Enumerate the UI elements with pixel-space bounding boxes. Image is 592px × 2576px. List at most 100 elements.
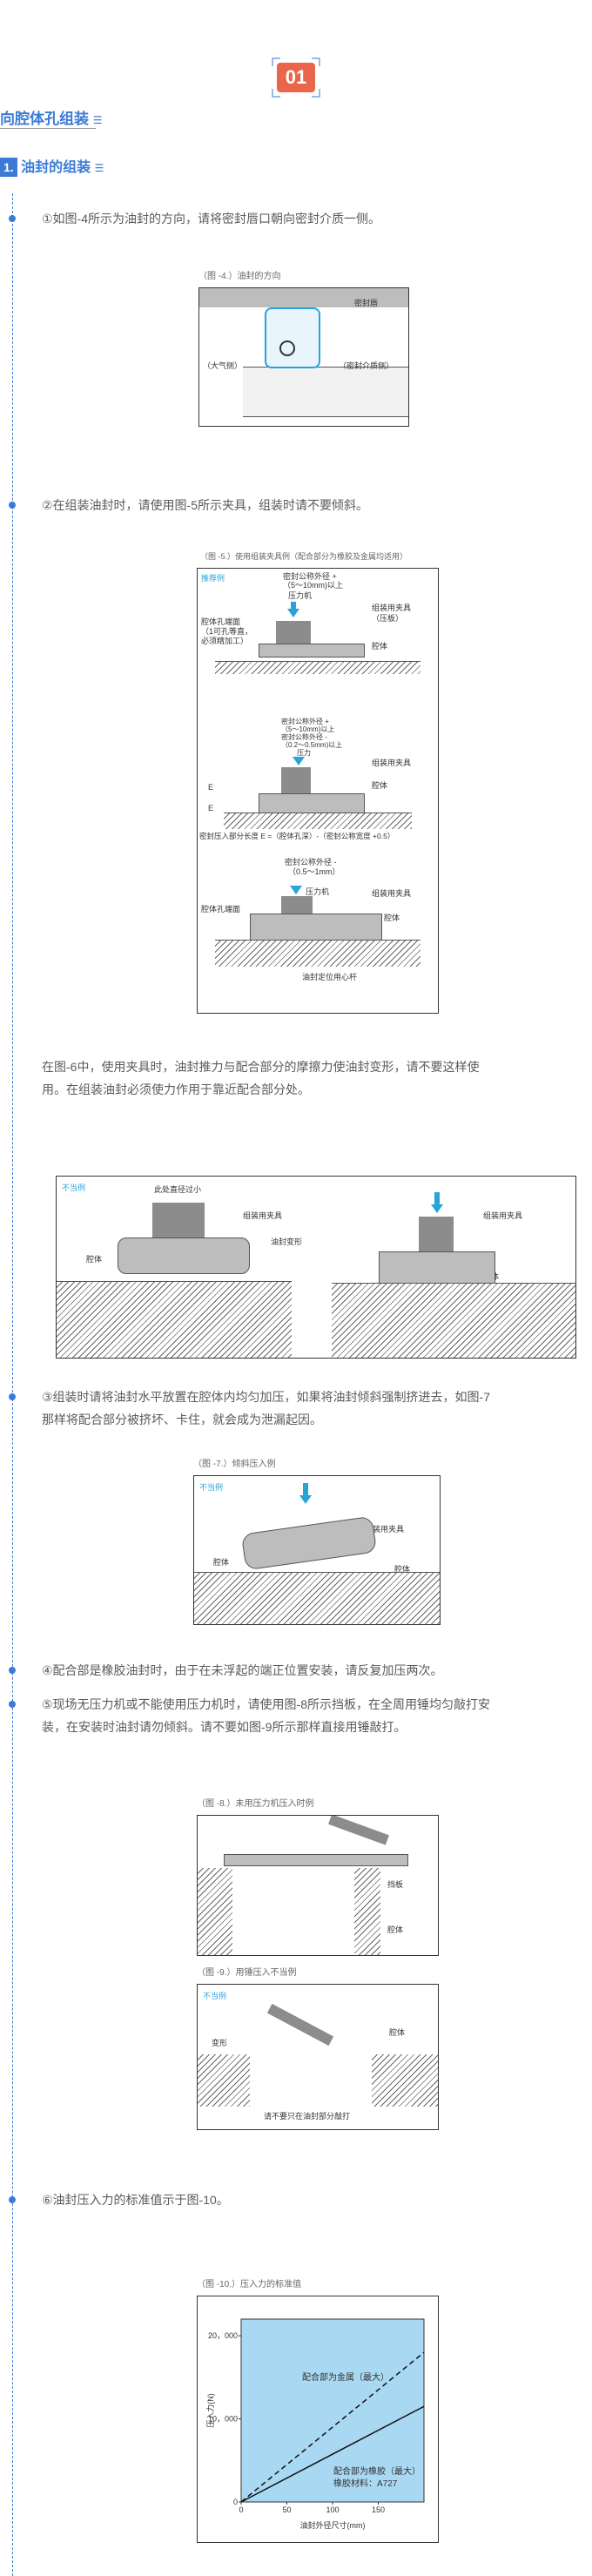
- housing-hatch: [194, 1572, 440, 1624]
- step-6-text: ⑥油封压入力的标准值示于图-10。: [42, 2193, 229, 2207]
- fig5-recommended-jigs: 推荐例 密封公称外径 + （5～10mm)以上 压力机 组装用夹具 （压板） 腔…: [197, 568, 439, 1014]
- fig5-label: 油封定位用心杆: [302, 973, 358, 981]
- fig4-seal-orientation: 密封唇 （大气侧） （密封介质侧）: [198, 287, 409, 427]
- garter-spring: [279, 341, 295, 356]
- baffle-plate: [224, 1854, 408, 1866]
- timeline-dot: [9, 215, 16, 222]
- subsection-title: 油封的组装: [21, 160, 91, 175]
- series-label-metal: 配合部为金属（最大）: [302, 2371, 389, 2383]
- step-2-text: ②在组装油封时，请使用图-5所示夹具，组装时请不要倾斜。: [42, 498, 368, 512]
- corner-decoration: [272, 57, 280, 66]
- fig6-text-line1: 在图-6中，使用夹具时，油封推力与配合部分的摩擦力使油封变形，请不要这样使: [42, 1060, 480, 1074]
- fig5-caption: （图 -5.）使用组装夹具例（配合部分为橡胶及金属均适用）: [200, 552, 408, 561]
- fig5-label: 组装用夹具: [372, 889, 412, 898]
- x-tick-label: 100: [326, 2505, 339, 2514]
- section-title: 向腔体孔组装 ☰: [0, 106, 103, 128]
- fig7-label: 组装用夹具: [365, 1525, 405, 1534]
- housing-hatch: [215, 940, 420, 967]
- subsection-heading: 1. 油封的组装 ☰: [0, 158, 104, 177]
- fig8-no-press: 挡板 腔体: [197, 1815, 439, 1956]
- fig5-label: 组装用夹具: [372, 759, 412, 767]
- press-arrow-icon: [293, 757, 305, 765]
- fig6-text-line2: 用。在组装油封必须使力作用于靠近配合部分处。: [42, 1082, 310, 1096]
- fig6-label: 腔体: [86, 1255, 103, 1264]
- fig9-label: 腔体: [389, 2028, 406, 2037]
- fig5-label: 腔体: [372, 781, 388, 790]
- fig5-label: 密封公称外径 -: [285, 858, 337, 867]
- section-number: 01: [277, 63, 315, 92]
- fig5-label: （5～10mm)以上: [281, 725, 335, 733]
- press-arrow-icon: [299, 1495, 312, 1504]
- housing-top: [199, 288, 408, 307]
- fig5-label: （0.5～1mm）: [288, 867, 340, 876]
- fig8-label: 腔体: [387, 1925, 404, 1934]
- housing-hatch: [354, 1868, 380, 1955]
- series-line-metal: [240, 2351, 425, 2503]
- timeline-dot: [9, 502, 16, 509]
- fig5-label: （1可孔等直，: [201, 627, 253, 636]
- fig5-label: E: [208, 804, 214, 813]
- fig9-caption: （图 -9.）用锤压入不当例: [197, 1968, 297, 1978]
- housing-hatch: [57, 1281, 292, 1358]
- title-underline: [0, 128, 96, 129]
- fig4-label-air: （大气侧）: [203, 361, 243, 370]
- fig6-label: 此处直径过小: [154, 1185, 202, 1194]
- fig6-tag: 不当例: [62, 1183, 86, 1192]
- subsection-index: 1.: [0, 158, 17, 177]
- hammer-icon: [266, 2003, 334, 2047]
- fig6-improper-use: 不当例 此处直径过小 组装用夹具 油封变形 腔体 组装用夹具 腔体: [56, 1176, 576, 1359]
- jig-shaft: [276, 621, 311, 644]
- fig5-label: 腔体孔端面: [201, 617, 241, 626]
- timeline-dot: [9, 2196, 16, 2203]
- fig8-caption: （图 -8.）未用压力机压入时例: [197, 1799, 314, 1809]
- fig5-label: 压力机: [288, 591, 313, 600]
- fig7-tilted-press: 不当例 组装用夹具 腔体 腔体: [193, 1475, 441, 1625]
- y-tick-label: 0: [233, 2498, 238, 2506]
- fig7-label: 腔体: [394, 1565, 411, 1574]
- fig5-label: 密封公称外径 +: [281, 718, 329, 725]
- jig-shaft: [281, 896, 313, 914]
- y-tick-label: 20，000: [208, 2331, 238, 2340]
- corner-decoration: [312, 89, 320, 98]
- fig4-label-seal: 密封唇: [354, 299, 379, 307]
- fig5-label: 腔体: [384, 914, 400, 922]
- fig5-label: （5～10mm)以上: [283, 581, 344, 590]
- menu-lines-icon: ☰: [94, 162, 104, 174]
- series-label-rubber: 配合部为橡胶（最大）: [333, 2465, 420, 2477]
- fig5-label: 密封公称外径 -: [281, 733, 327, 741]
- press-arrow-icon: [303, 1483, 308, 1495]
- fig5-label: 必须精加工）: [201, 637, 249, 645]
- fig9-tag: 不当例: [203, 1992, 227, 2000]
- step-5-text-line1: ⑤现场无压力机或不能使用压力机时，请使用图-8所示挡板，在全周用锤均匀敲打安: [42, 1697, 490, 1711]
- step-3-text-line2: 那样将配合部分被挤坏、卡住，就会成为泄漏起因。: [42, 1413, 322, 1426]
- fig4-caption: （图 -4.）油封的方向: [198, 272, 281, 281]
- jig-plate: [118, 1237, 250, 1274]
- housing-hatch: [198, 2054, 250, 2107]
- x-axis-label: 油封外径尺寸(mm): [300, 2520, 366, 2530]
- fig5-note: 密封压入部分长度 E =（腔体孔深）-（密封公称宽度 +0.5）: [199, 832, 395, 840]
- fig6-label: 组装用夹具: [483, 1211, 523, 1220]
- jig-shaft: [419, 1217, 454, 1251]
- fig5-label: 密封公称外径 +: [283, 572, 337, 581]
- corner-decoration: [272, 89, 280, 98]
- fig5-label: 组装用夹具: [372, 604, 412, 612]
- housing-hatch: [224, 813, 412, 829]
- section-title-text: 向腔体孔组装: [0, 111, 89, 127]
- fig10-caption: （图 -10.）压入力的标准值: [197, 2280, 302, 2289]
- series-line-rubber: [240, 2405, 425, 2503]
- shaft: [243, 367, 408, 417]
- fig5-label: 压力机: [306, 887, 330, 896]
- fig9-note: 请不要只在油封部分敲打: [264, 2112, 351, 2121]
- x-tick-label: 150: [372, 2505, 385, 2514]
- press-arrow-icon: [287, 609, 299, 617]
- fig5-label: E: [208, 783, 214, 792]
- jig-shaft: [281, 767, 311, 793]
- timeline-line: [12, 193, 13, 2576]
- hammer-icon: [328, 1816, 389, 1845]
- fig5-tag: 推荐例: [201, 574, 225, 583]
- jig-plate: [250, 914, 382, 941]
- press-arrow-icon: [434, 1192, 440, 1204]
- fig9-label: 变形: [212, 2039, 228, 2047]
